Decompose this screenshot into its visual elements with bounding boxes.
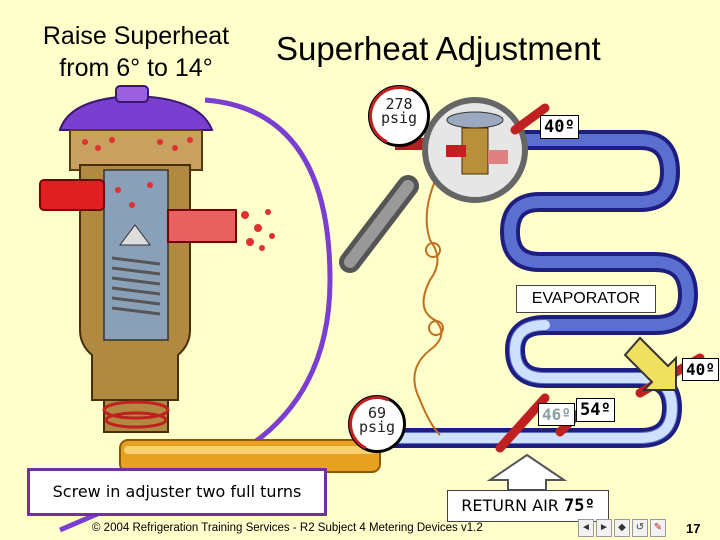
bulb-temp-label: 40º [540,115,579,139]
nav-back-button[interactable]: ◄ [578,519,594,537]
air-out-temp-label: 54º [576,398,615,422]
gauge-value: 278 [385,95,413,113]
pen-tool-icon[interactable]: ✎ [650,519,666,537]
nav-forward-button[interactable]: ► [596,519,612,537]
page-title: Superheat Adjustment [276,30,601,67]
return-air-text: RETURN AIR [461,496,559,515]
air-in-temp-label: 46º [538,403,575,426]
evaporator-label: EVAPORATOR [516,285,656,313]
high-pressure-gauge: 278 psig [360,77,438,155]
page-number: 17 [686,521,701,536]
evap-outlet-temp-label: 40º [682,358,719,381]
copyright-footer: © 2004 Refrigeration Training Services -… [92,522,483,534]
nav-home-button[interactable]: ◆ [614,519,630,537]
return-air-temp: 75º [564,496,595,516]
magnifying-glass-icon [339,97,528,273]
gauge-value: 69 [367,404,387,422]
txv-valve-body [39,85,275,433]
air-flow-arrow-icon [623,336,677,391]
equalizer-line [59,97,333,533]
gauge-unit: psig [358,418,396,436]
instruction-box: Screw in adjuster two full turns [27,468,327,516]
nav-return-button[interactable]: ↺ [632,519,648,537]
capillary-tube [413,169,443,436]
return-air-arrow-icon [486,453,568,491]
low-pressure-gauge: 69 psig [341,388,413,460]
return-air-label: RETURN AIR 75º [447,490,609,522]
gauge-unit: psig [380,109,418,127]
sensing-bulb [119,439,381,473]
raise-superheat-note: Raise Superheat from 6° to 14° [42,22,230,82]
